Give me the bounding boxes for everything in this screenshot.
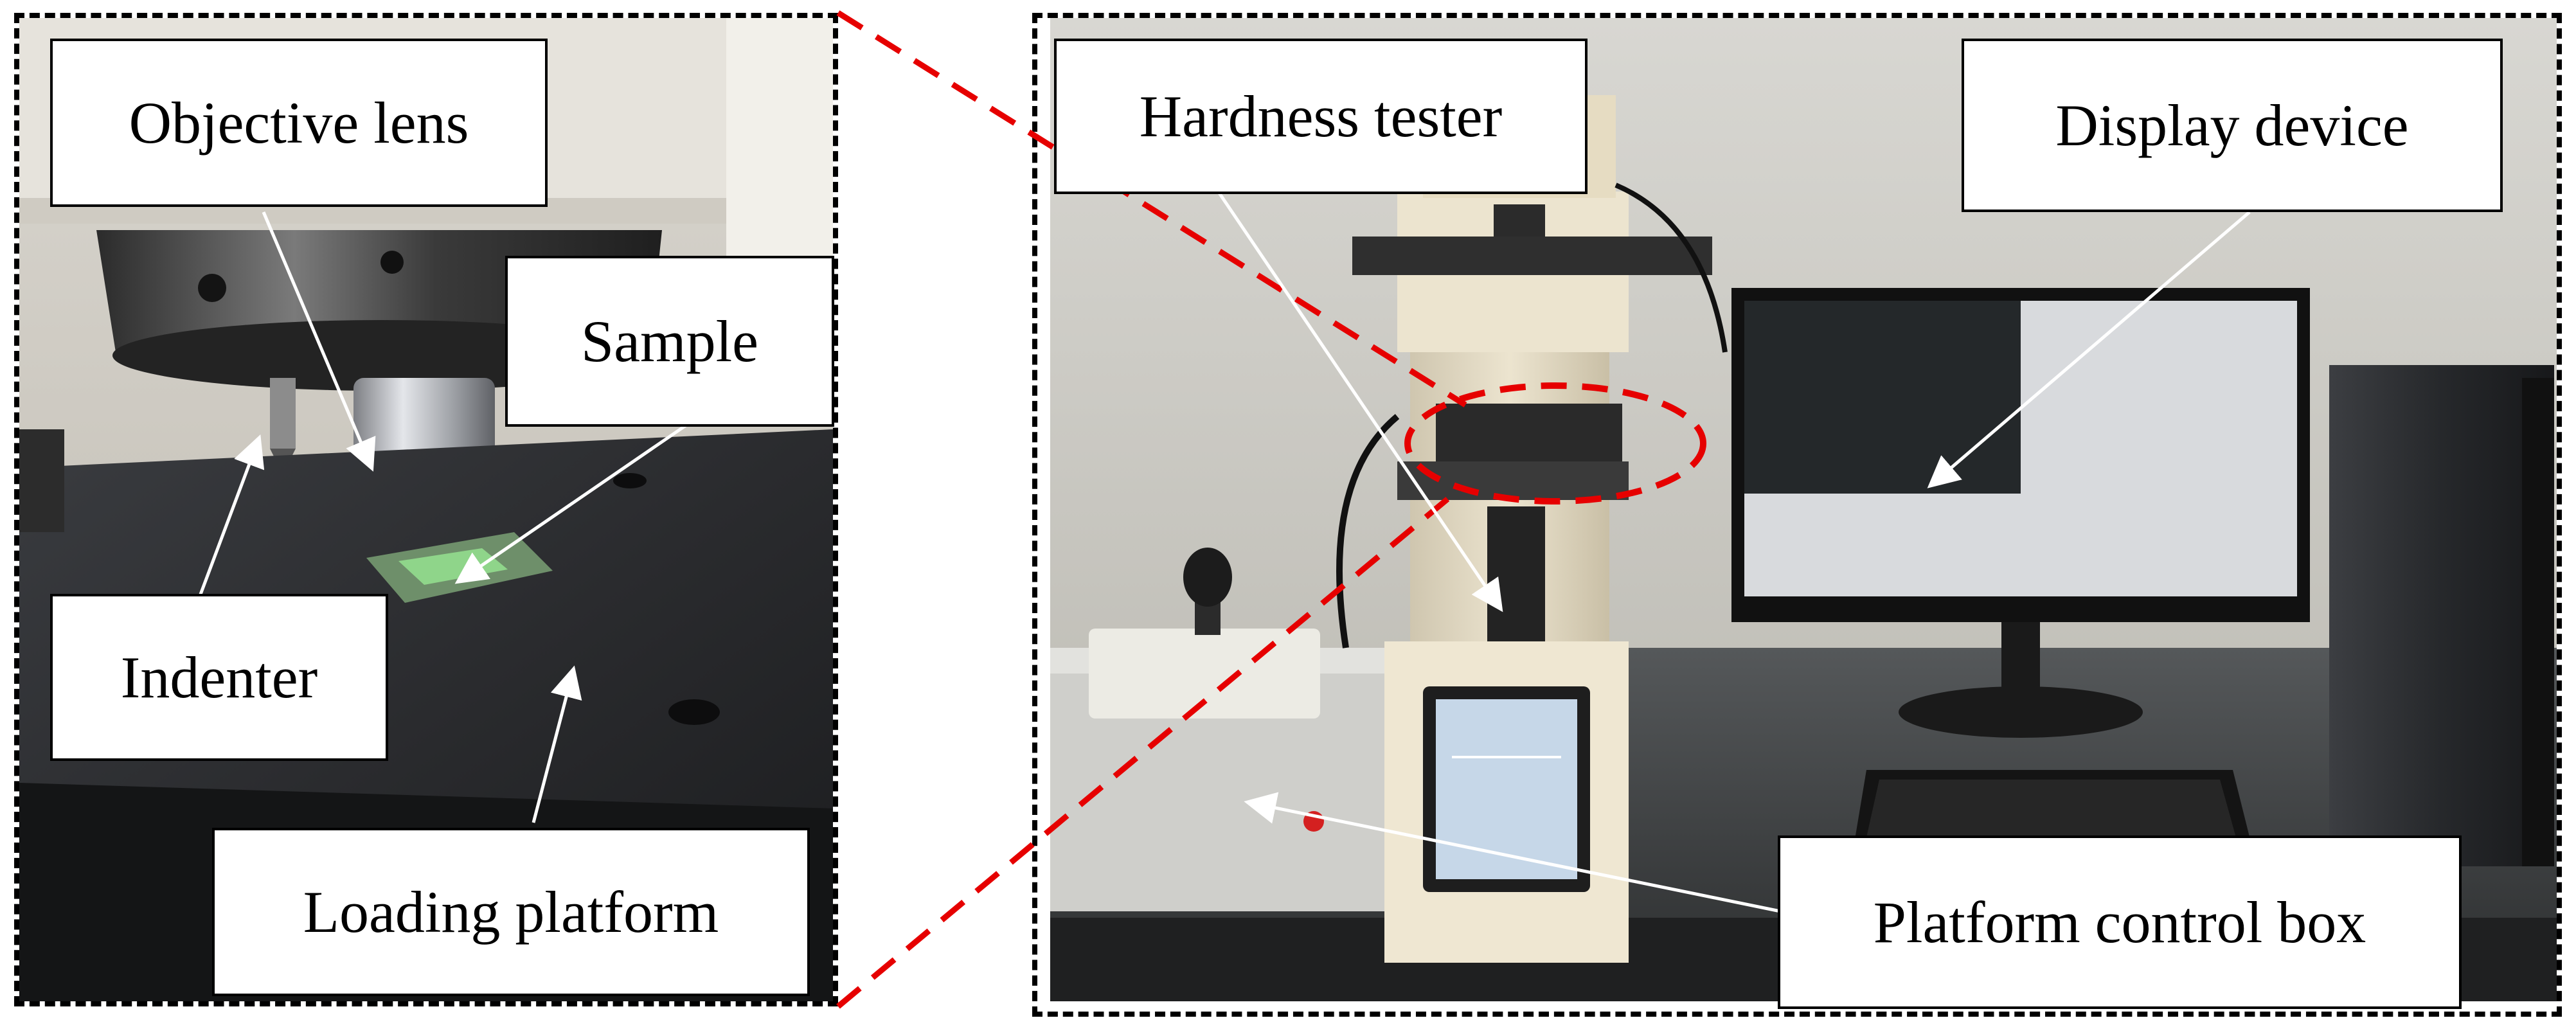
cable bbox=[1336, 414, 1400, 648]
indenter bbox=[270, 378, 296, 449]
zoom-line-top bbox=[836, 10, 1467, 407]
zoom-region-circle bbox=[1404, 382, 1706, 505]
display-base bbox=[1899, 686, 2143, 738]
objective-lens-label: Objective lens bbox=[50, 39, 548, 207]
hardness-tester-arrow bbox=[1213, 185, 1503, 612]
tester-touchscreen-display bbox=[1436, 699, 1577, 879]
display-device-label: Display device bbox=[1962, 39, 2503, 212]
loading-platform-arrow bbox=[532, 665, 582, 823]
platform-hole bbox=[668, 699, 720, 725]
cable bbox=[1614, 183, 1728, 353]
turret-hole bbox=[198, 274, 226, 302]
sample-label: Sample bbox=[505, 256, 834, 427]
joystick-knob bbox=[1183, 548, 1232, 607]
sample-arrow bbox=[454, 422, 689, 584]
keyboard-keys bbox=[1866, 780, 2236, 837]
display-stand bbox=[2001, 622, 2040, 693]
pc-tower-side bbox=[2522, 378, 2554, 866]
zoom-line-bottom bbox=[836, 492, 1454, 1009]
platform-hole bbox=[613, 473, 647, 488]
indenter-arrow bbox=[197, 434, 265, 598]
platform-control-box-label: Platform control box bbox=[1778, 835, 2462, 1009]
display-device-arrow bbox=[1927, 211, 2251, 488]
hardness-tester-label: Hardness tester bbox=[1054, 39, 1588, 194]
pc-tower bbox=[2329, 365, 2554, 866]
turret-screw bbox=[380, 251, 404, 274]
tester-eyepiece bbox=[1352, 237, 1712, 275]
display-image-area bbox=[1744, 301, 2021, 494]
platform-control-box-arrow bbox=[1244, 792, 1787, 915]
loading-platform-label: Loading platform bbox=[212, 828, 810, 996]
background-item bbox=[19, 429, 64, 532]
objective-lens-arrow bbox=[262, 211, 376, 472]
indenter-label: Indenter bbox=[50, 594, 388, 761]
